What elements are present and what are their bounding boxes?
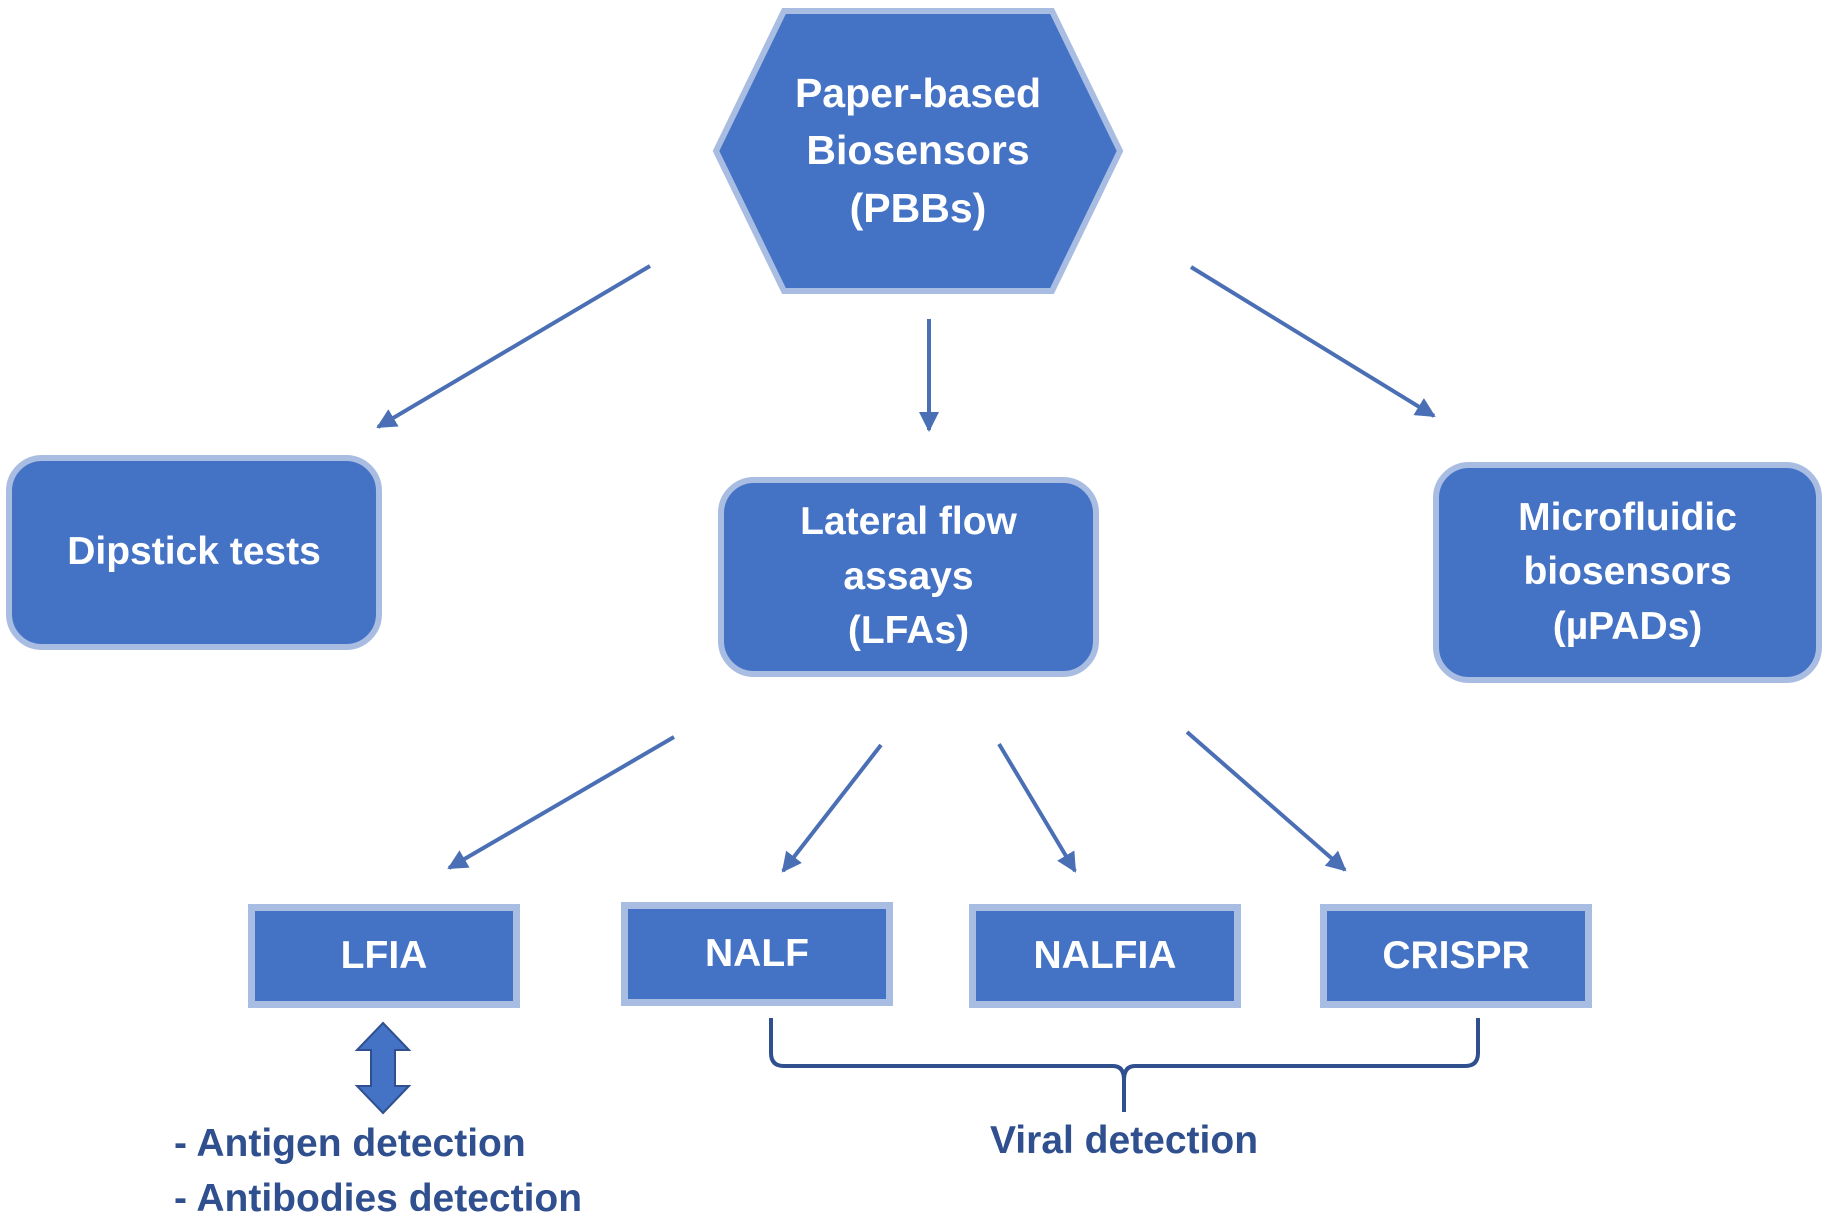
node-crispr: CRISPR: [1320, 904, 1592, 1008]
node-lfia: LFIA: [248, 904, 520, 1008]
double-arrow-icon: [354, 1021, 412, 1115]
root-node-pbbs: Paper-based Biosensors (PBBs): [711, 6, 1125, 296]
root-line-2: Biosensors: [806, 127, 1030, 174]
arrow-root-to-microfluidic: [1189, 265, 1436, 418]
lfia-uses-list: - Antigen detection - Antibodies detecti…: [174, 1117, 582, 1226]
root-line-3: (PBBs): [849, 184, 987, 231]
nalf-label: NALF: [705, 931, 809, 975]
nalfia-label: NALFIA: [1033, 933, 1177, 977]
lfia-use-antibodies: - Antibodies detection: [174, 1176, 583, 1220]
root-node-label: Paper-based Biosensors (PBBs): [711, 6, 1125, 296]
viral-detection-label: Viral detection: [990, 1119, 1259, 1162]
node-nalf: NALF: [621, 902, 893, 1006]
lfa-line-2: assays: [843, 554, 974, 598]
lfa-line-1: Lateral flow: [800, 500, 1017, 544]
dipstick-label: Dipstick tests: [67, 530, 321, 574]
root-line-1: Paper-based: [794, 69, 1042, 116]
arrow-lfa-to-lfia: [447, 735, 676, 870]
arrow-lfa-to-nalfia: [997, 742, 1077, 873]
micro-line-2: biosensors: [1523, 550, 1732, 594]
arrow-root-to-dipstick: [376, 264, 652, 429]
micro-line-1: Microfluidic: [1518, 495, 1737, 539]
lfia-label: LFIA: [340, 933, 428, 977]
arrow-lfa-to-nalf: [781, 743, 883, 873]
micro-line-3: (µPADs): [1552, 604, 1703, 648]
node-microfluidic-biosensors: Microfluidic biosensors (µPADs): [1433, 462, 1822, 683]
lfa-line-3: (LFAs): [847, 609, 970, 653]
crispr-label: CRISPR: [1382, 933, 1530, 977]
lfia-use-antigen: - Antigen detection: [174, 1122, 526, 1165]
node-lateral-flow-assays: Lateral flow assays (LFAs): [718, 477, 1099, 677]
node-dipstick-tests: Dipstick tests: [6, 455, 382, 650]
viral-bracket: [769, 1018, 1480, 1112]
arrow-lfa-to-crispr: [1185, 730, 1347, 872]
node-nalfia: NALFIA: [969, 904, 1241, 1008]
hexagon-shape: [712, 8, 1124, 294]
